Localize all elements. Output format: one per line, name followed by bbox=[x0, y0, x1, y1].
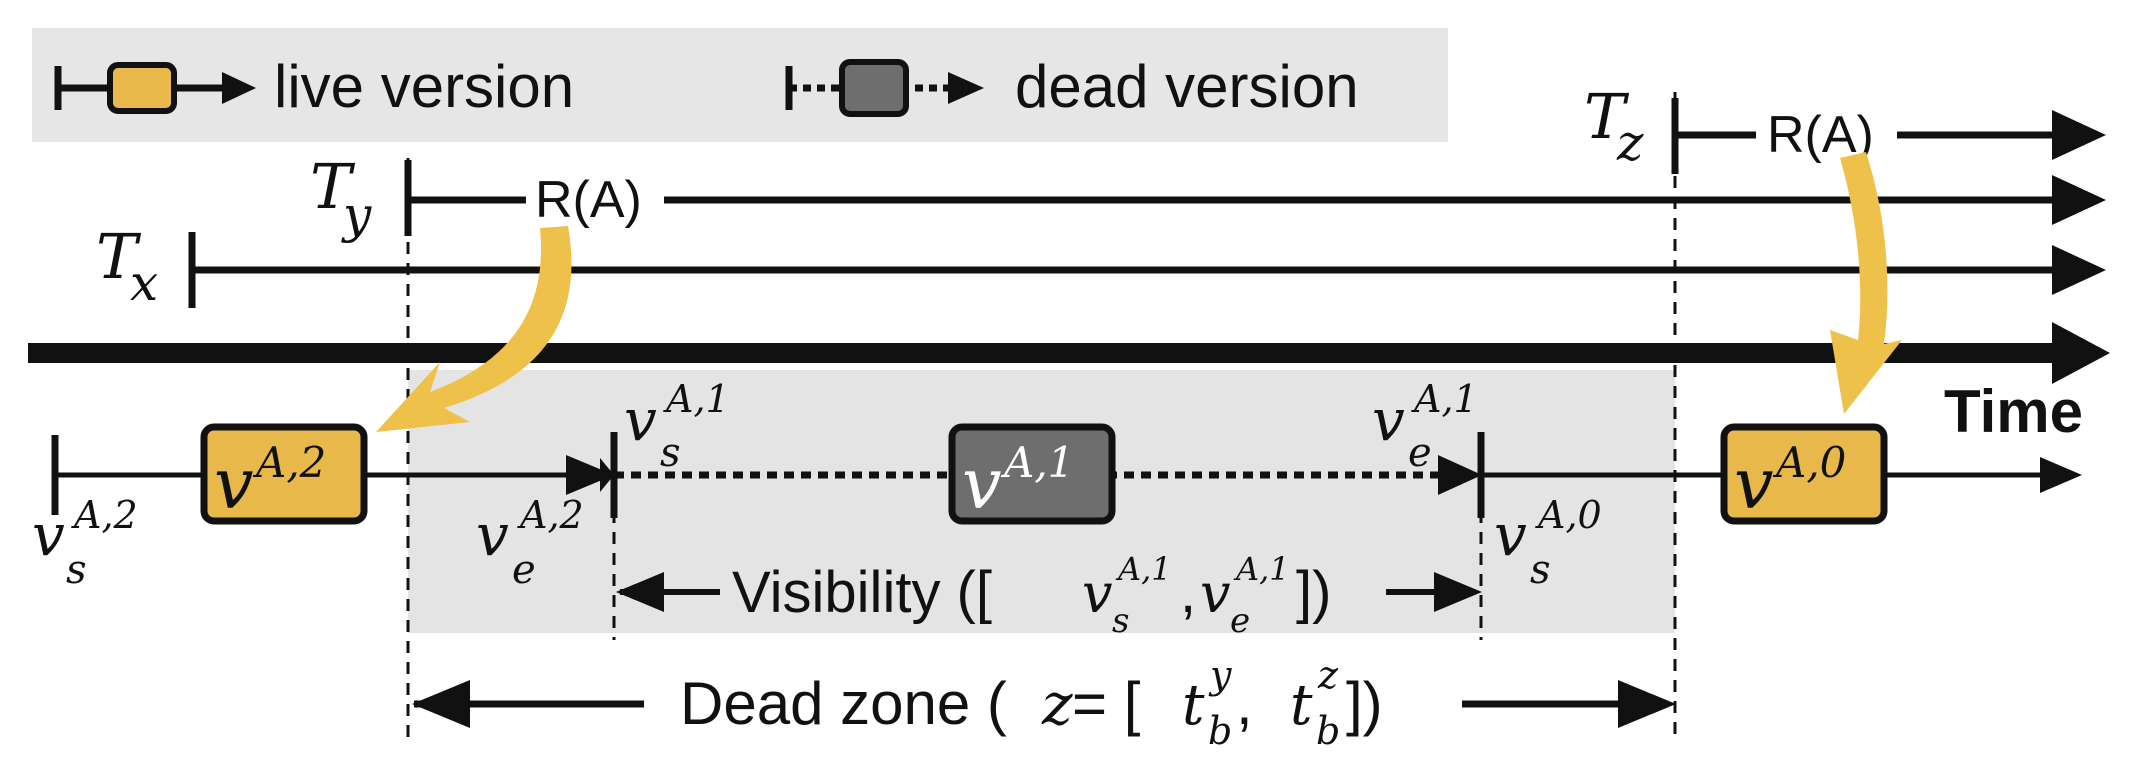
ty-read-arrow bbox=[376, 226, 572, 432]
ty-label-letter: T bbox=[310, 150, 356, 223]
tz-label-letter: T bbox=[1584, 80, 1630, 153]
ve-a1-base: v bbox=[1372, 386, 1405, 454]
label-ve-a1: v e A,1 bbox=[1372, 377, 1478, 476]
dead-zone-t2-sub: b bbox=[1316, 709, 1340, 753]
v-a1-sup: A,1 bbox=[1000, 438, 1074, 487]
label-ve-a2: v e A,2 bbox=[476, 493, 584, 593]
ve-a1-sub: e bbox=[1408, 430, 1432, 476]
dead-zone-t1-base: t bbox=[1182, 673, 1205, 738]
vs-a1-base: v bbox=[624, 386, 657, 454]
visibility-v1-sup: A,1 bbox=[1115, 550, 1172, 588]
ve-a2-sup: A,2 bbox=[517, 493, 584, 537]
visibility-v2-sub: e bbox=[1230, 601, 1250, 641]
label-vs-a2: v s A,2 bbox=[32, 493, 138, 593]
vs-a0-sup: A,0 bbox=[1535, 493, 1602, 537]
v-a1-base: v bbox=[962, 443, 1002, 525]
vs-a2-sub: s bbox=[66, 547, 87, 593]
visibility-suffix: ]) bbox=[1296, 560, 1331, 625]
visibility-v2-base: v bbox=[1200, 562, 1231, 625]
legend-live-symbol bbox=[54, 62, 256, 114]
transaction-tx: T x bbox=[96, 220, 2106, 312]
transaction-tz: T z R(A) bbox=[1584, 80, 2106, 174]
dead-zone-suffix: ]) bbox=[1346, 670, 1383, 737]
visibility-v2-sup: A,1 bbox=[1233, 550, 1290, 588]
visibility-prefix: Visibility ([ bbox=[732, 560, 992, 625]
tz-label-sub: z bbox=[1616, 114, 1644, 172]
tx-label-letter: T bbox=[96, 220, 142, 293]
vs-a1-sup: A,1 bbox=[663, 377, 730, 421]
label-vs-a1: v s A,1 bbox=[624, 377, 730, 476]
ve-a1-sup: A,1 bbox=[1411, 377, 1478, 421]
legend-background bbox=[32, 28, 1448, 142]
v-a0-sup: A,0 bbox=[1772, 438, 1846, 487]
time-axis-label: Time bbox=[1944, 378, 2083, 445]
label-vs-a0: v s A,0 bbox=[1494, 493, 1602, 593]
visibility-v1-base: v bbox=[1082, 562, 1113, 625]
dead-zone-t1-sub: b bbox=[1208, 709, 1232, 753]
vs-a1-sub: s bbox=[660, 430, 681, 476]
vs-a2-base: v bbox=[32, 501, 65, 569]
legend-dead-symbol bbox=[785, 59, 984, 117]
legend-dead-label: dead version bbox=[1015, 53, 1359, 120]
vs-a0-base: v bbox=[1494, 501, 1527, 569]
ty-label-sub: y bbox=[341, 186, 372, 244]
version-box-a2: v A,2 bbox=[200, 423, 368, 525]
visibility-comma: , bbox=[1180, 560, 1196, 625]
transaction-ty: T y R(A) bbox=[310, 150, 2106, 244]
visibility-interval: Visibility ([ v s A,1 , v e A,1 ]) bbox=[616, 550, 1482, 641]
ty-read-op: R(A) bbox=[535, 171, 642, 229]
version-box-a0: v A,0 bbox=[1720, 423, 1888, 525]
ve-a2-base: v bbox=[476, 501, 509, 569]
dead-zone-interval: Dead zone ( z = [ t b y , t b z ]) bbox=[412, 653, 1676, 753]
version-box-a1: v A,1 bbox=[948, 423, 1116, 525]
dead-zone-comma: , bbox=[1236, 670, 1253, 737]
time-axis: Time bbox=[28, 322, 2110, 445]
dead-zone-prefix: Dead zone ( bbox=[680, 670, 1007, 737]
vs-a2-sup: A,2 bbox=[71, 493, 138, 537]
visibility-v1-sub: s bbox=[1112, 601, 1129, 641]
vs-a0-sub: s bbox=[1530, 547, 1551, 593]
v-a2-sup: A,2 bbox=[252, 438, 326, 487]
tz-read-arrow bbox=[1830, 152, 1902, 414]
dead-zone-t1-sup: y bbox=[1208, 653, 1232, 697]
dead-zone-t2-sup: z bbox=[1317, 653, 1339, 697]
dead-zone-var: z bbox=[1041, 670, 1073, 738]
tx-label-sub: x bbox=[130, 254, 158, 312]
dead-zone-eq: = [ bbox=[1072, 670, 1141, 737]
v-a0-base: v bbox=[1734, 443, 1774, 525]
legend-live-label: live version bbox=[274, 53, 574, 120]
dead-zone-t2-base: t bbox=[1290, 673, 1313, 738]
ve-a2-sub: e bbox=[512, 547, 536, 593]
legend: live version dead version bbox=[32, 28, 1448, 142]
v-a2-base: v bbox=[214, 443, 254, 525]
